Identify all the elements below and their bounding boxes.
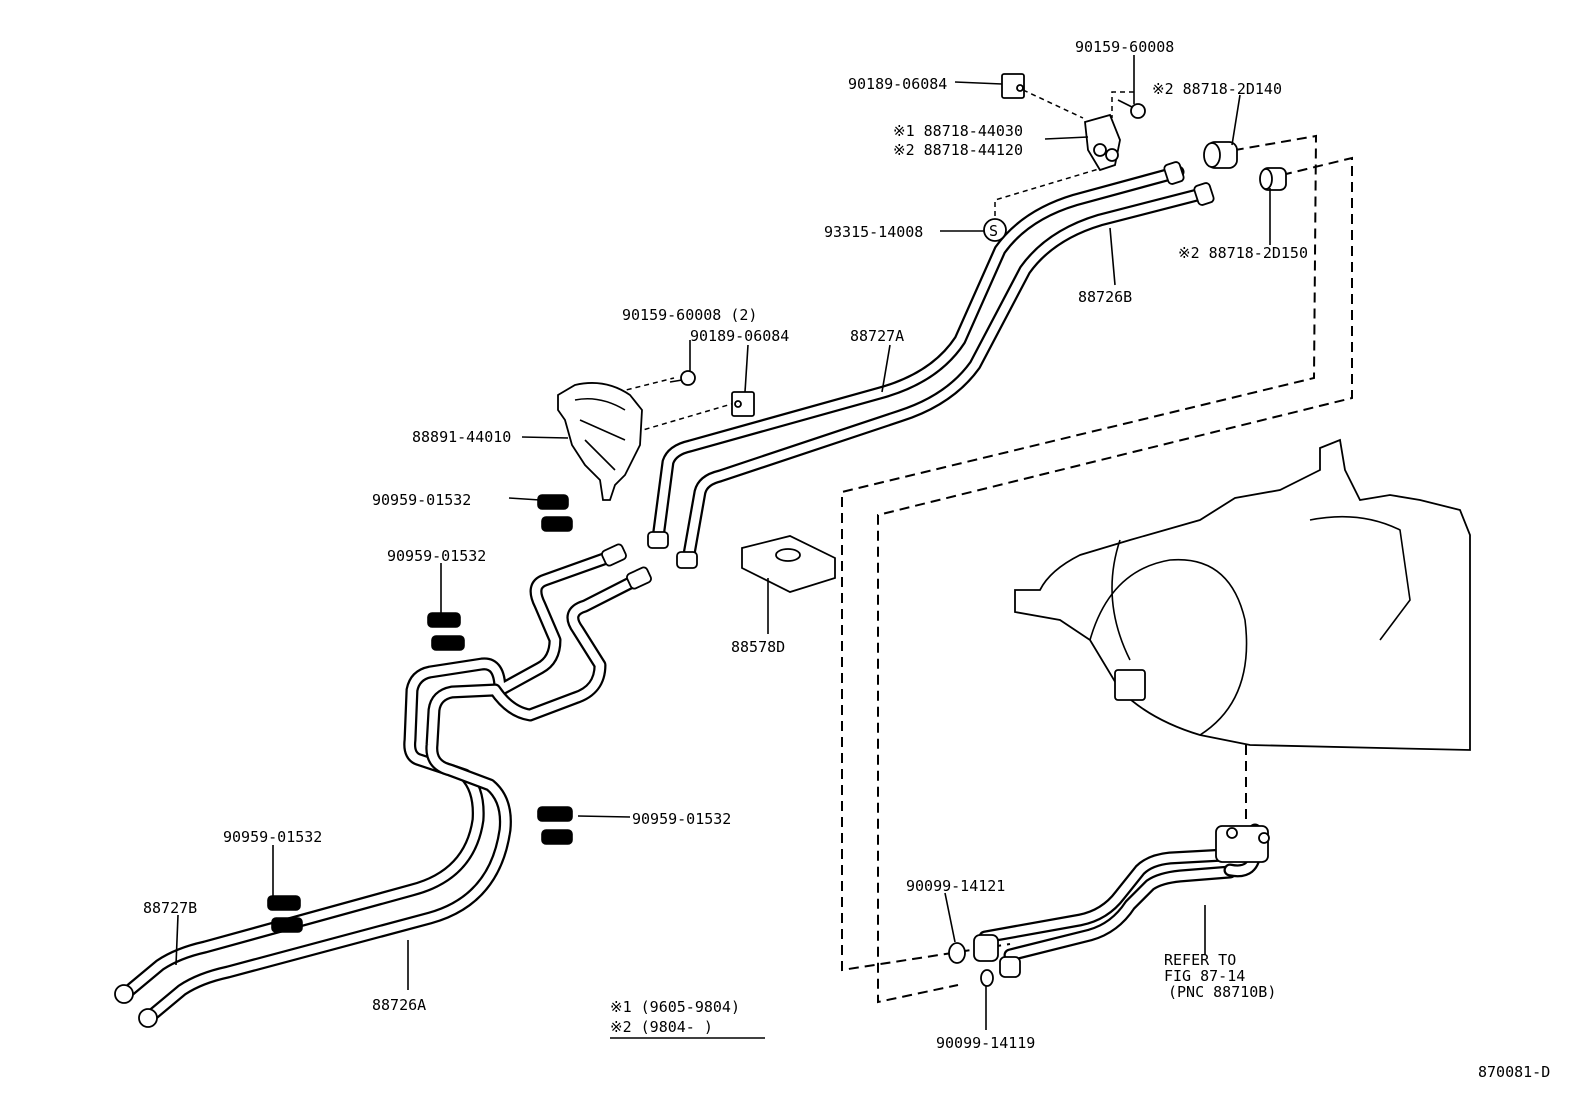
bracket-88891-44010 xyxy=(557,382,643,501)
label-pipe-88727B: 88727B xyxy=(143,899,197,917)
grommet-88718-2D140 xyxy=(1203,141,1238,169)
label-clamp-d: 90959-01532 xyxy=(223,828,322,846)
clamp-90959-01532-d xyxy=(267,895,303,933)
label-clip-top: 90189-06084 xyxy=(848,75,947,93)
pipe-88726A xyxy=(145,571,647,1022)
clamp-90959-01532-b xyxy=(427,612,465,651)
oring-90099-14121 xyxy=(948,942,966,964)
label-cushion: 88578D xyxy=(731,638,785,656)
label-refer-3: (PNC 88710B) xyxy=(1168,983,1276,1001)
label-clamp-c: 90959-01532 xyxy=(632,810,731,828)
label-clamp-a: 90959-01532 xyxy=(372,491,471,509)
pipe-88710B-assembly xyxy=(978,823,1262,962)
label-bolt-mid: 90159-60008 (2) xyxy=(622,306,757,324)
label-grommet-2d150: ※2 88718-2D150 xyxy=(1178,244,1308,262)
washer-93315-14008: S xyxy=(983,218,1007,242)
label-oring-upper: 90099-14121 xyxy=(906,877,1005,895)
label-bracket: 88891-44010 xyxy=(412,428,511,446)
label-pipe-88726B: 88726B xyxy=(1078,288,1132,306)
label-clamp-44030: ※1 88718-44030 xyxy=(893,122,1023,140)
clamp-88718-44030 xyxy=(1084,113,1121,172)
label-refer-2: FIG 87-14 xyxy=(1164,967,1245,985)
label-washer: 93315-14008 xyxy=(824,223,923,241)
label-pipe-88727A: 88727A xyxy=(850,327,904,345)
label-bolt-top: 90159-60008 xyxy=(1075,38,1174,56)
pipe-88727B xyxy=(123,548,622,997)
svg-text:S: S xyxy=(989,222,998,240)
dashed-reference-lines xyxy=(617,89,1353,1004)
oring-90099-14119 xyxy=(980,969,994,987)
grommet-88718-2D150 xyxy=(1259,167,1287,191)
label-clip-mid: 90189-06084 xyxy=(690,327,789,345)
pipe-end-fittings xyxy=(114,161,1215,1028)
cushion-88578D xyxy=(741,535,836,593)
bolt-90159-60008-mid xyxy=(669,370,696,386)
label-note-1: ※1 (9605-9804) xyxy=(610,998,740,1016)
flange-fitting xyxy=(973,825,1270,978)
label-refer-1: REFER TO xyxy=(1164,951,1236,969)
label-grommet-2d140: ※2 88718-2D140 xyxy=(1152,80,1282,98)
label-clamp-44120: ※2 88718-44120 xyxy=(893,141,1023,159)
label-oring-lower: 90099-14119 xyxy=(936,1034,1035,1052)
clip-90189-06084-mid xyxy=(731,391,755,417)
label-note-2: ※2 (9804- ) xyxy=(610,1018,713,1036)
clamp-90959-01532-c xyxy=(537,806,573,845)
compressor-housing xyxy=(1014,438,1471,751)
bolt-90159-60008-top xyxy=(1117,99,1146,119)
label-clamp-b: 90959-01532 xyxy=(387,547,486,565)
pipe-88726B xyxy=(681,186,1212,567)
leader-lines xyxy=(175,55,1271,1030)
label-pipe-88726A: 88726A xyxy=(372,996,426,1014)
figure-id: 870081-D xyxy=(1478,1063,1550,1081)
clamp-90959-01532-a xyxy=(537,494,573,532)
clip-90189-06084-top xyxy=(1001,73,1025,99)
part-labels: 90189-06084 90159-60008 ※2 88718-2D140 ※… xyxy=(143,38,1550,1081)
pipe-88727A xyxy=(651,165,1185,545)
